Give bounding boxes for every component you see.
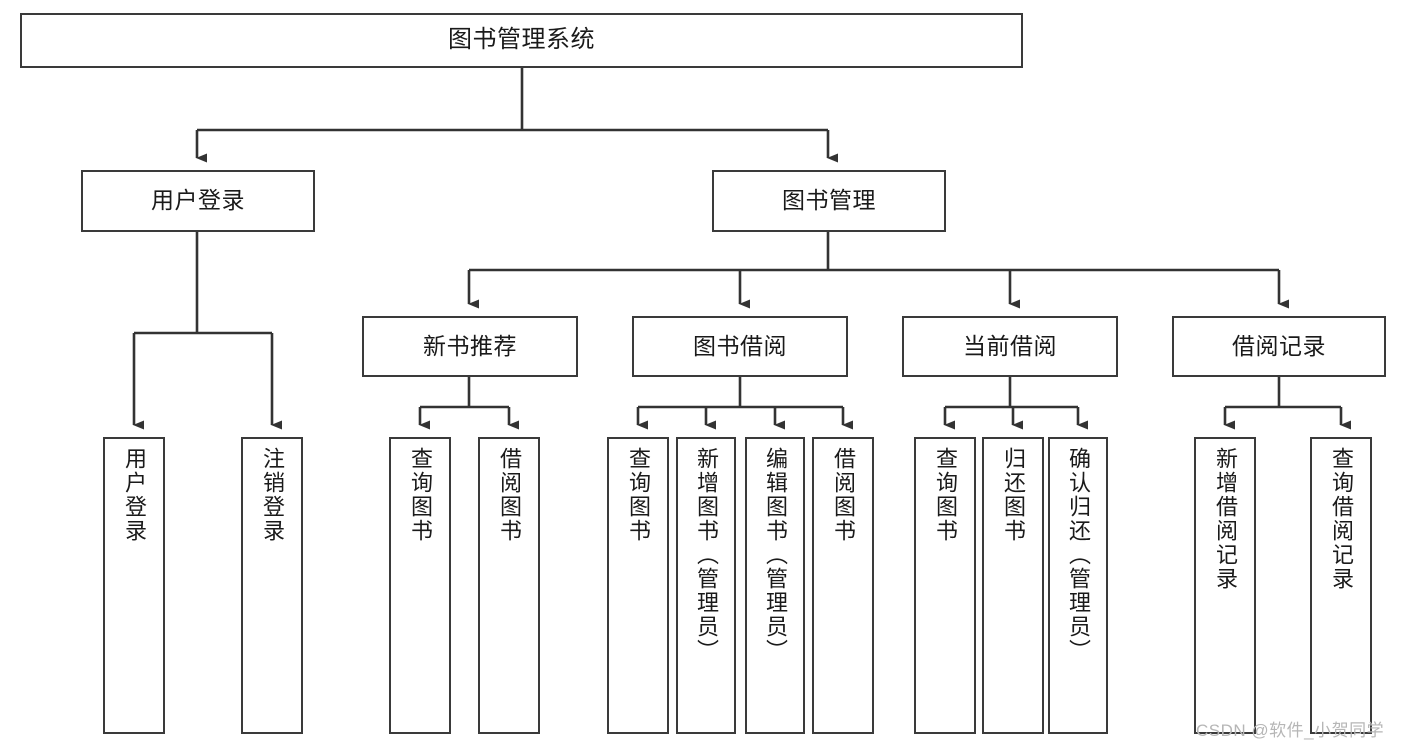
node-label: 借阅图书 [496,447,522,543]
node-label: 新增借阅记录 [1212,447,1238,591]
leaf-recommend-query-book[interactable]: 查询图书 [389,437,451,734]
node-label: 用户登录 [121,447,147,543]
leaf-current-confirm-return-admin[interactable]: 确认归还（管理员） [1048,437,1108,734]
node-new-book-recommend[interactable]: 新书推荐 [362,316,578,377]
node-label: 注销登录 [259,447,285,543]
node-label: 查询图书 [625,447,651,543]
node-label: 用户登录 [151,187,245,214]
node-label: 归还图书 [1000,447,1026,543]
node-label: 查询图书 [932,447,958,543]
node-label: 新书推荐 [423,332,517,359]
node-label: 查询图书 [407,447,433,543]
leaf-borrow-query-book[interactable]: 查询图书 [607,437,669,734]
leaf-user-logout[interactable]: 注销登录 [241,437,303,734]
node-current-borrow[interactable]: 当前借阅 [902,316,1118,377]
node-book-borrow[interactable]: 图书借阅 [632,316,848,377]
node-label: 编辑图书（管理员） [762,447,788,663]
node-label: 图书借阅 [693,332,787,359]
leaf-borrow-borrow-book[interactable]: 借阅图书 [812,437,874,734]
leaf-user-login[interactable]: 用户登录 [103,437,165,734]
leaf-borrow-edit-book-admin[interactable]: 编辑图书（管理员） [745,437,805,734]
node-label: 新增图书（管理员） [693,447,719,663]
node-book-management[interactable]: 图书管理 [712,170,946,232]
node-label: 图书管理系统 [448,26,595,54]
leaf-current-query-book[interactable]: 查询图书 [914,437,976,734]
leaf-borrow-add-book-admin[interactable]: 新增图书（管理员） [676,437,736,734]
leaf-current-return-book[interactable]: 归还图书 [982,437,1044,734]
leaf-record-query-borrow-record[interactable]: 查询借阅记录 [1310,437,1372,734]
node-label: 当前借阅 [963,332,1057,359]
node-borrow-record[interactable]: 借阅记录 [1172,316,1386,377]
leaf-recommend-borrow-book[interactable]: 借阅图书 [478,437,540,734]
node-label: 查询借阅记录 [1328,447,1354,591]
node-label: 确认归还（管理员） [1065,447,1091,663]
node-label: 图书管理 [782,187,876,214]
node-user-login[interactable]: 用户登录 [81,170,315,232]
leaf-record-add-borrow-record[interactable]: 新增借阅记录 [1194,437,1256,734]
node-label: 借阅记录 [1232,332,1326,359]
node-root-book-management-system[interactable]: 图书管理系统 [20,13,1023,68]
node-label: 借阅图书 [830,447,856,543]
